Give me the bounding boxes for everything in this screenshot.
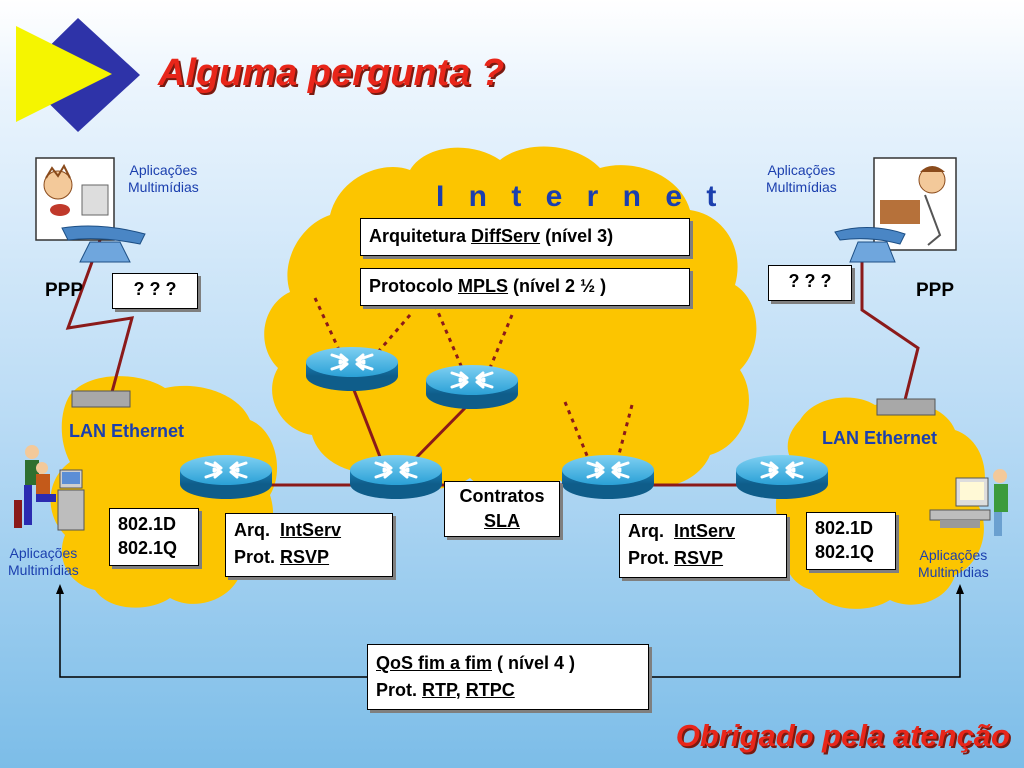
router-icon <box>348 453 444 501</box>
intserv-link[interactable]: IntServ <box>280 520 342 540</box>
telephone-icon <box>35 157 146 263</box>
telephone-icon <box>834 157 957 263</box>
mpls-box: Protocolo MPLS (nível 2 ½ ) <box>360 268 690 306</box>
rtpc-link[interactable]: RTPC <box>465 680 515 700</box>
top-left-question-box: ? ? ? <box>112 273 198 309</box>
rsvp-link[interactable]: RSVP <box>280 547 330 567</box>
diffserv-link[interactable]: DiffServ <box>471 226 541 246</box>
right-modem <box>876 398 936 416</box>
slide-title: Alguma pergunta ? <box>158 52 505 94</box>
left-intserv-box: Arq. IntServ Prot. RSVP <box>225 513 393 577</box>
qos-link[interactable]: QoS fim a fim <box>376 653 493 673</box>
router-icon <box>424 363 520 411</box>
slide-footer: Obrigado pela atenção <box>675 718 1010 753</box>
top-right-ppp-label: PPP <box>916 280 955 301</box>
person-computer-icon <box>929 469 1008 536</box>
rtp-link[interactable]: RTP <box>422 680 456 700</box>
sla-link[interactable]: SLA <box>484 511 520 531</box>
router-icon <box>734 453 830 501</box>
rsvp-link[interactable]: RSVP <box>674 548 724 568</box>
right-lan-label: LAN Ethernet <box>822 428 938 448</box>
router-icon <box>304 345 400 393</box>
diffserv-box: Arquitetura DiffServ (nível 3) <box>360 218 690 256</box>
left-lan-label: LAN Ethernet <box>69 421 185 441</box>
right-intserv-box: Arq. IntServ Prot. RSVP <box>619 514 787 578</box>
person-computer-icon <box>14 445 85 531</box>
left-lan-cloud <box>50 376 278 608</box>
play-triangle-logo <box>16 18 140 132</box>
internet-label: I n t e r n e t <box>436 180 725 213</box>
router-icon <box>560 453 656 501</box>
intserv-link[interactable]: IntServ <box>674 521 736 541</box>
contracts-sla-box: Contratos SLA <box>444 481 560 537</box>
top-left-ppp-label: PPP <box>45 280 84 301</box>
router-icon <box>178 453 274 501</box>
qos-box: QoS fim a fim ( nível 4 ) Prot. RTP, RTP… <box>367 644 649 710</box>
left-modem <box>71 390 131 408</box>
top-right-question-box: ? ? ? <box>768 265 852 301</box>
mpls-link[interactable]: MPLS <box>458 276 509 296</box>
